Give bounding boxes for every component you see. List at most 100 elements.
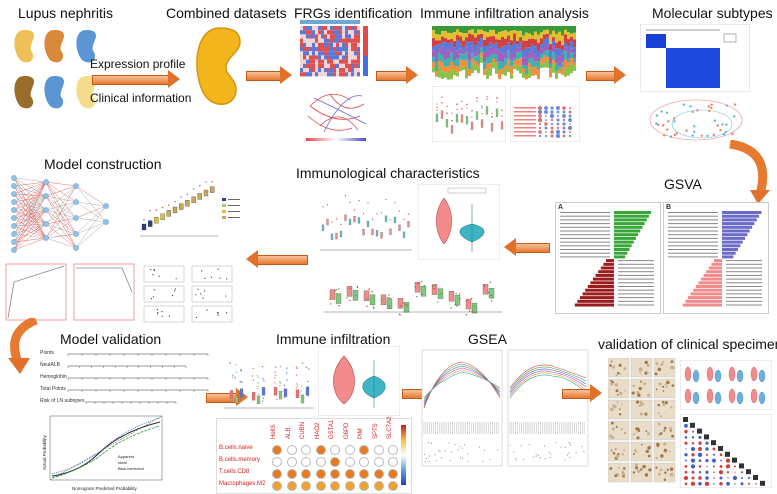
heatmap-cell xyxy=(357,26,360,31)
correlation-dot xyxy=(705,453,709,456)
stacked-bar-segment xyxy=(507,35,510,43)
table-cell xyxy=(344,457,355,467)
nn-edge xyxy=(45,217,77,225)
stacked-bar-segment xyxy=(444,72,447,78)
data-dot xyxy=(329,298,331,300)
heatmap-cell xyxy=(303,47,306,52)
outlier-dot xyxy=(481,113,483,115)
gsva-label-mark xyxy=(668,223,718,225)
correlation-dot xyxy=(713,471,715,473)
nn-edge xyxy=(13,181,47,235)
nn-edge xyxy=(45,185,77,211)
stacked-bar-segment xyxy=(540,44,543,49)
ihc-stain-spot xyxy=(635,400,640,404)
stacked-bar-segment xyxy=(525,32,528,41)
ihc-stain-spot xyxy=(636,436,640,440)
stacked-bar-segment xyxy=(507,50,510,60)
stacked-bar-segment xyxy=(486,37,489,46)
box xyxy=(420,286,427,297)
heatmap-cell xyxy=(354,26,357,31)
heatmap-cell xyxy=(342,42,345,47)
correlation-dot xyxy=(544,134,548,138)
stacked-bar-segment xyxy=(561,50,564,54)
correlation-dot xyxy=(691,476,695,480)
pca-point xyxy=(655,122,658,125)
nn-edge xyxy=(45,217,77,239)
stacked-bar-segment xyxy=(549,63,552,69)
correlation-dot xyxy=(538,126,542,130)
stacked-bar-segment xyxy=(525,65,528,75)
mini-plot-dot xyxy=(195,294,197,296)
heatmap-cell xyxy=(306,72,309,77)
stacked-bar-segment xyxy=(543,34,546,40)
gsea-rank-point xyxy=(535,454,537,456)
step-frgs-identification-title: FRGs identification xyxy=(294,5,413,21)
ihc-stain-spot xyxy=(670,406,673,409)
box xyxy=(357,217,361,224)
correlation-dot xyxy=(562,110,566,114)
gsva-bar xyxy=(614,251,628,255)
outlier-dot xyxy=(394,202,396,204)
heatmap-cell xyxy=(324,55,327,60)
gsea-rank-point xyxy=(449,460,451,462)
stacked-bar-segment xyxy=(573,58,576,63)
stacked-bar-segment xyxy=(534,46,537,55)
heatmap-cell xyxy=(309,68,312,73)
stacked-bar-segment xyxy=(549,26,552,35)
box xyxy=(386,298,393,309)
gsva-label-mark xyxy=(726,297,762,299)
gsva-label-mark xyxy=(668,234,718,236)
correlation-dot xyxy=(557,115,559,117)
heatmap-cell xyxy=(336,68,339,73)
nn-edge xyxy=(45,185,77,197)
ihc-stain-spot xyxy=(657,367,662,372)
heatmap-cell xyxy=(354,42,357,47)
gsea-rank-point xyxy=(569,457,571,459)
heatmap-cell xyxy=(336,34,339,39)
data-dot xyxy=(338,304,340,307)
correlation-dot xyxy=(733,465,737,468)
data-dot xyxy=(235,387,237,389)
gsva-bar xyxy=(593,277,614,281)
heatmap-cell xyxy=(327,59,330,64)
mini-plot-frame xyxy=(191,285,233,303)
stacked-bar-segment xyxy=(438,60,441,68)
stacked-bar-segment xyxy=(444,59,447,67)
stacked-bar-segment xyxy=(447,66,450,74)
ihc-stain-spot xyxy=(623,367,627,370)
data-dot xyxy=(471,310,473,312)
gsva-bar xyxy=(722,248,739,251)
heatmap-cell xyxy=(306,38,309,43)
gsea-rank-point xyxy=(548,452,550,454)
data-dot xyxy=(295,374,298,376)
gsva-label-mark xyxy=(726,293,762,295)
box xyxy=(403,302,410,313)
legend-text-mark xyxy=(228,217,240,218)
box xyxy=(346,286,353,297)
table-cell xyxy=(344,469,355,479)
heatmap-cell xyxy=(348,26,351,31)
stacked-bar-segment xyxy=(468,42,471,53)
diagonal-cell xyxy=(732,457,737,463)
stacked-bar-segment xyxy=(441,55,444,63)
infiltration-dot-boxplot xyxy=(224,362,314,409)
table-column-header: CUBN xyxy=(300,421,306,439)
heatmap-cell xyxy=(300,47,303,52)
stacked-bar-segment xyxy=(546,34,549,38)
pca-scatter xyxy=(649,99,743,141)
stacked-bar-segment xyxy=(447,26,450,33)
gsva-label-mark xyxy=(618,297,654,299)
correlation-dot xyxy=(698,447,702,451)
data-dot xyxy=(235,363,237,366)
ihc-stain-spot xyxy=(664,401,668,405)
heatmap-cell xyxy=(339,26,342,31)
stacked-bar-segment xyxy=(531,67,534,76)
correlation-dot xyxy=(690,446,696,452)
stacked-bar-segment xyxy=(489,47,492,56)
box xyxy=(445,119,449,128)
correlation-dot xyxy=(718,470,724,475)
correlation-dot xyxy=(720,459,722,462)
data-dot xyxy=(389,297,391,299)
box xyxy=(407,221,410,228)
stacked-bar-segment xyxy=(474,56,477,62)
